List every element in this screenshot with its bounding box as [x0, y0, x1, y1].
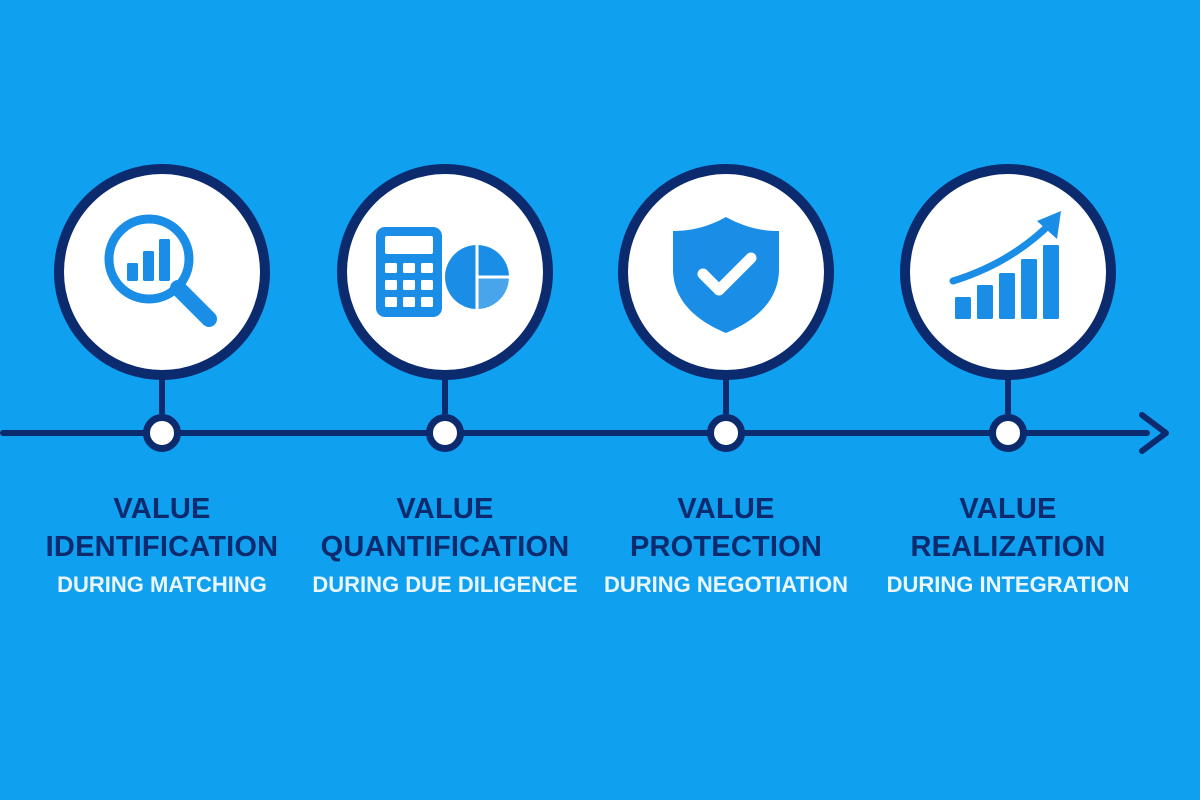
stage-title-line1: VALUE: [959, 493, 1057, 525]
timeline-line: [0, 430, 1150, 436]
stage-title-line2: QUANTIFICATION: [320, 531, 570, 563]
stage-icon-circle: [54, 164, 270, 380]
stage-subtitle: DURING DUE DILIGENCE: [312, 572, 578, 597]
stage-subtitle: DURING MATCHING: [57, 572, 267, 597]
stage-connector: [442, 376, 448, 414]
timeline-node: [989, 414, 1027, 452]
timeline-node: [426, 414, 464, 452]
growth-chart-arrow-icon: [949, 211, 1061, 319]
stage-connector: [723, 376, 729, 414]
stage-value-protection: VALUE PROTECTION DURING NEGOTIATION: [586, 0, 866, 800]
stage-subtitle: DURING NEGOTIATION: [603, 572, 849, 597]
stage-value-quantification: VALUE QUANTIFICATION DURING DUE DILIGENC…: [305, 0, 585, 800]
stage-title-line2: REALIZATION: [910, 531, 1106, 563]
stage-icon-circle: [337, 164, 553, 380]
shield-check-icon: [673, 217, 779, 333]
stage-value-identification: VALUE IDENTIFICATION DURING MATCHING: [22, 0, 302, 800]
magnifier-bar-chart-icon: [104, 214, 217, 327]
stage-value-realization: VALUE REALIZATION DURING INTEGRATION: [868, 0, 1148, 800]
stage-icon-circle: [618, 164, 834, 380]
stage-title-line1: VALUE: [396, 493, 494, 525]
stage-title: VALUE QUANTIFICATION: [305, 490, 585, 566]
stage-connector: [159, 376, 165, 414]
stage-title: VALUE IDENTIFICATION: [22, 490, 302, 566]
stage-icon-circle: [900, 164, 1116, 380]
stage-title-line1: VALUE: [677, 493, 775, 525]
stage-title-line1: VALUE: [113, 493, 211, 525]
stage-connector: [1005, 376, 1011, 414]
stage-subtitle: DURING INTEGRATION: [886, 572, 1130, 597]
timeline-arrowhead-icon: [1139, 412, 1169, 454]
stage-title-line2: IDENTIFICATION: [45, 531, 279, 563]
calculator-pie-chart-icon: [376, 227, 509, 317]
stage-title: VALUE REALIZATION: [868, 490, 1148, 566]
stage-title: VALUE PROTECTION: [586, 490, 866, 566]
timeline-node: [143, 414, 181, 452]
stage-title-line2: PROTECTION: [629, 531, 823, 563]
timeline-node: [707, 414, 745, 452]
